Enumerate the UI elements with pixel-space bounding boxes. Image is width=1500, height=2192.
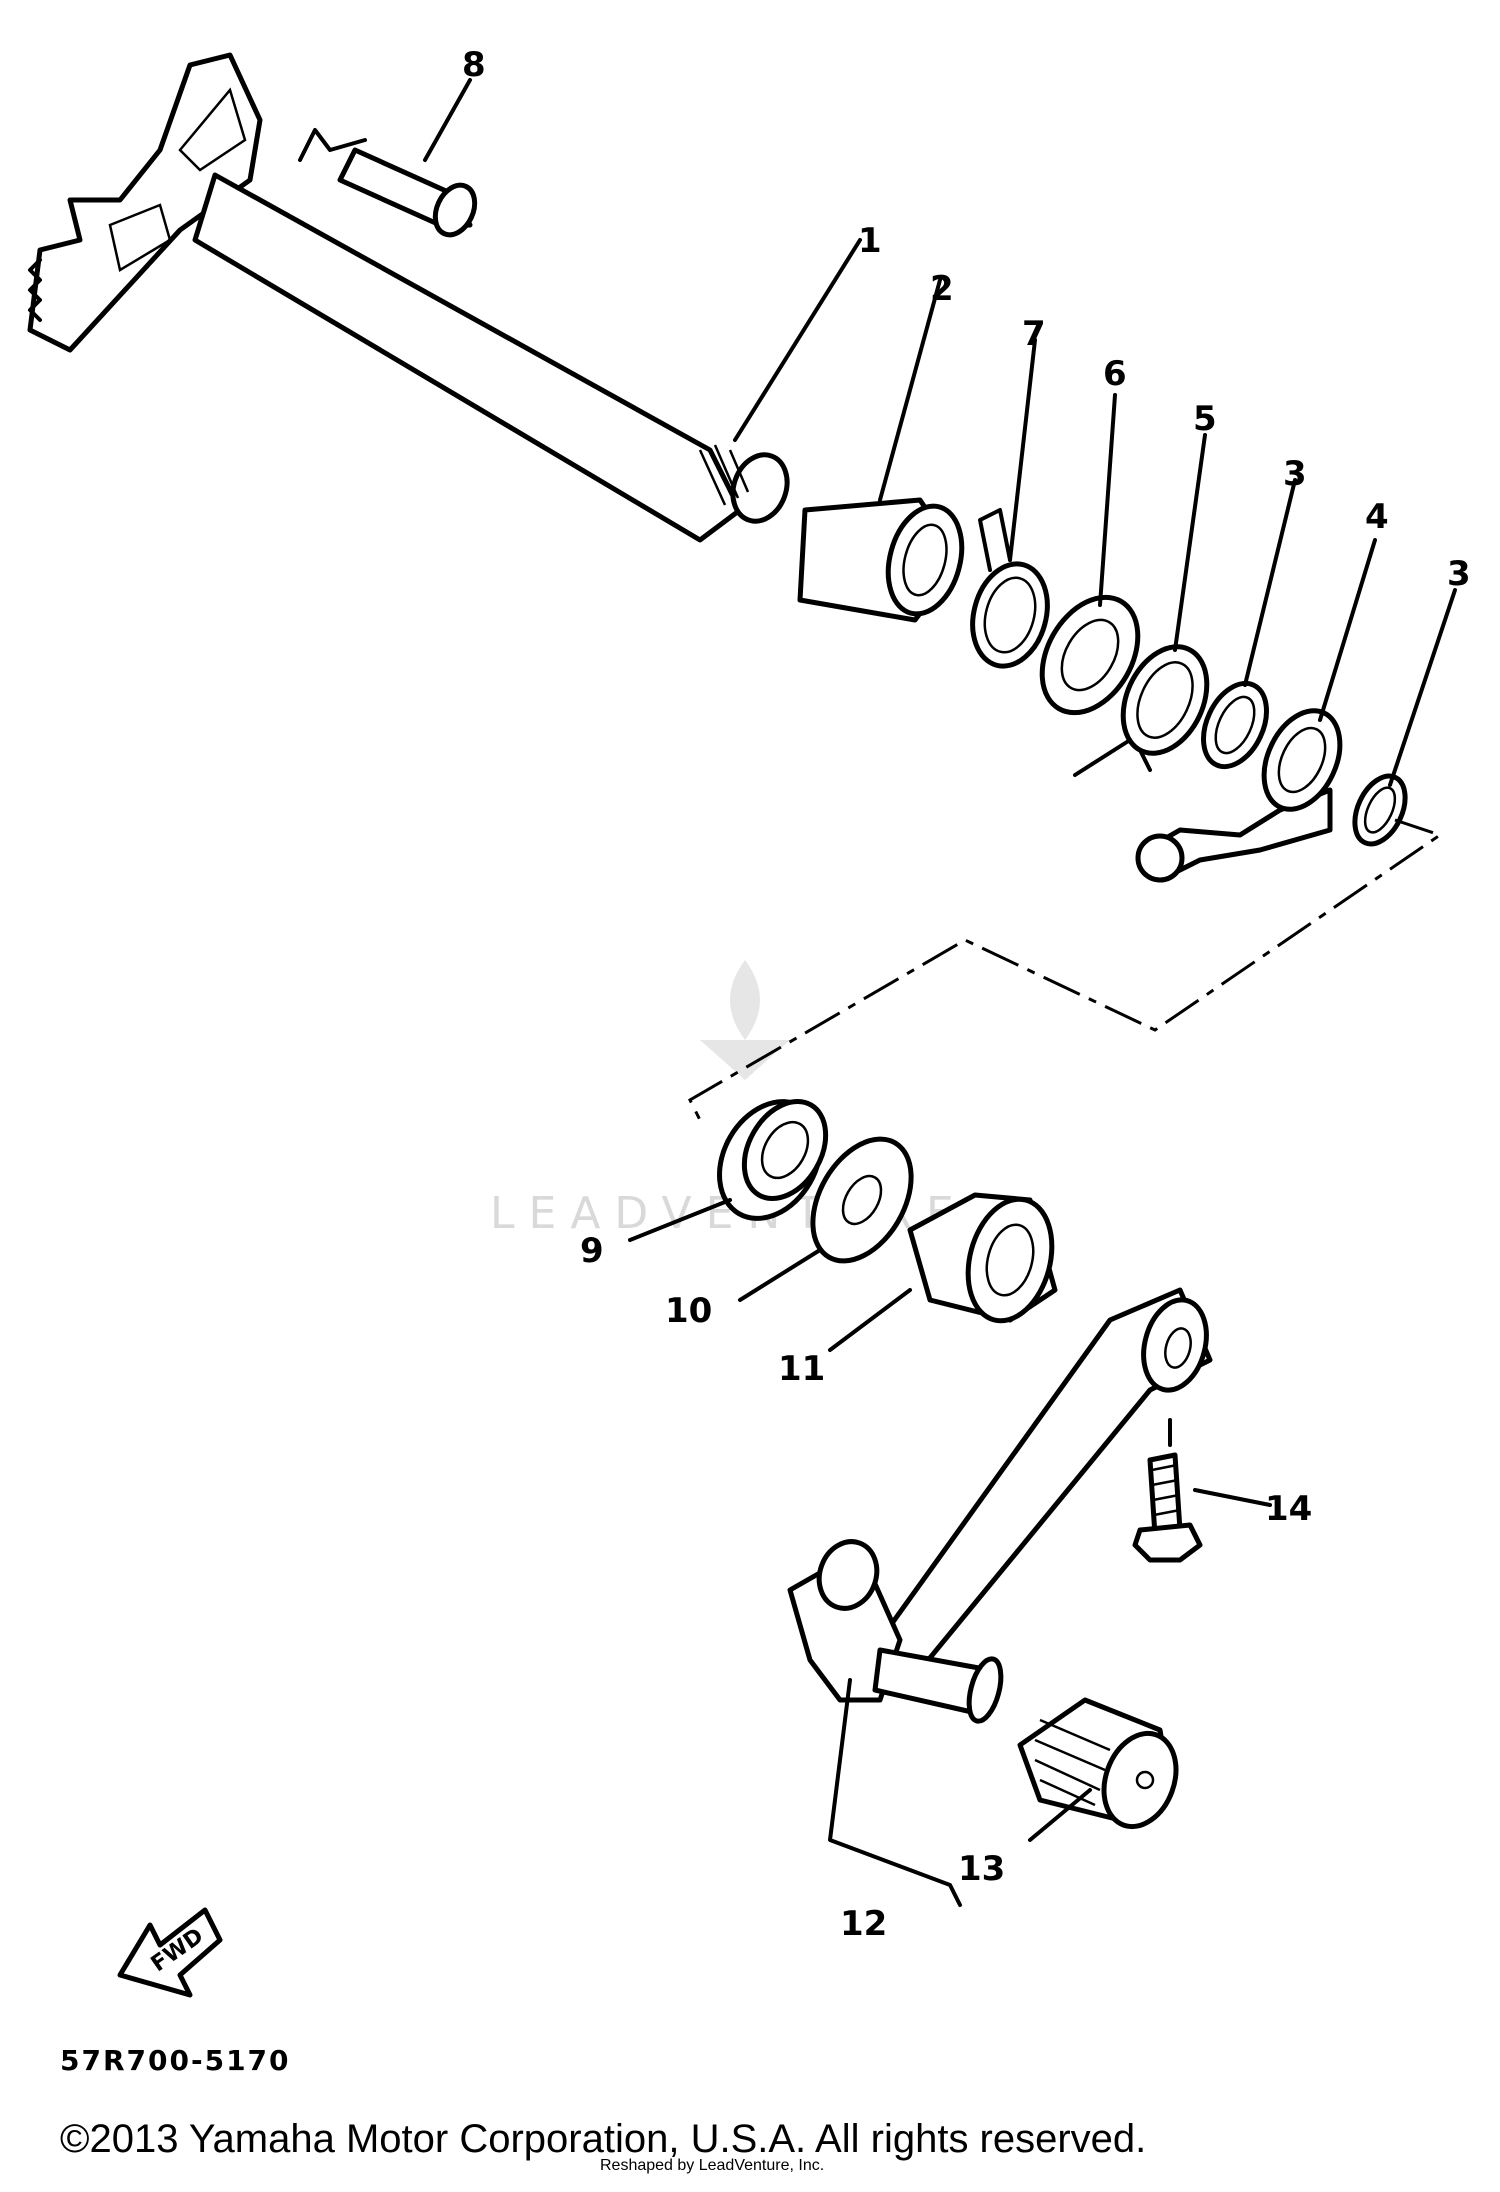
callout-6: 6: [1103, 354, 1127, 394]
leader-lines: [423, 78, 1457, 1907]
part-3a-circlip: [1201, 680, 1269, 770]
part-13-rubber: [1017, 1697, 1179, 1830]
callouts: 1 2 3 3 4 5 6 7 8 9 10 11 12 13 14: [462, 45, 1471, 1944]
part-6-washer: [1039, 594, 1141, 716]
callout-8: 8: [462, 45, 486, 85]
callout-10: 10: [665, 1291, 712, 1331]
callout-13: 13: [958, 1849, 1005, 1889]
callout-12: 12: [840, 1904, 887, 1944]
callout-1: 1: [858, 221, 882, 261]
part-3b-circlip: [1352, 773, 1408, 847]
part-14-bolt: [1132, 1418, 1203, 1563]
part-11-sleeve: [907, 1192, 1058, 1324]
part-12-shift-pedal: [787, 1287, 1213, 1724]
credit-text: Reshaped by LeadVenture, Inc.: [600, 2157, 824, 2174]
part-9-bearing: [717, 1099, 829, 1221]
part-5-spring: [1073, 644, 1210, 777]
callout-11: 11: [778, 1349, 825, 1389]
part-7-spring: [970, 508, 1050, 669]
shift-shaft: [27, 52, 790, 543]
drawing-code: 57R700-5170: [60, 2044, 291, 2077]
part-2-collar: [797, 497, 965, 623]
callout-9: 9: [580, 1231, 604, 1271]
callout-14: 14: [1265, 1489, 1312, 1529]
part-8-pin: [298, 128, 478, 238]
callout-7: 7: [1022, 314, 1046, 354]
callout-2: 2: [930, 269, 954, 309]
part-10-washer: [810, 1136, 914, 1264]
callout-3a: 3: [1283, 454, 1307, 494]
callout-4: 4: [1365, 497, 1389, 537]
fwd-arrow-icon: FWD: [117, 1907, 223, 1998]
copyright-notice: ©2013 Yamaha Motor Corporation, U.S.A. A…: [60, 2117, 1146, 2161]
assembly-line: [688, 818, 1444, 1121]
callout-3b: 3: [1447, 554, 1471, 594]
callout-5: 5: [1193, 399, 1217, 439]
